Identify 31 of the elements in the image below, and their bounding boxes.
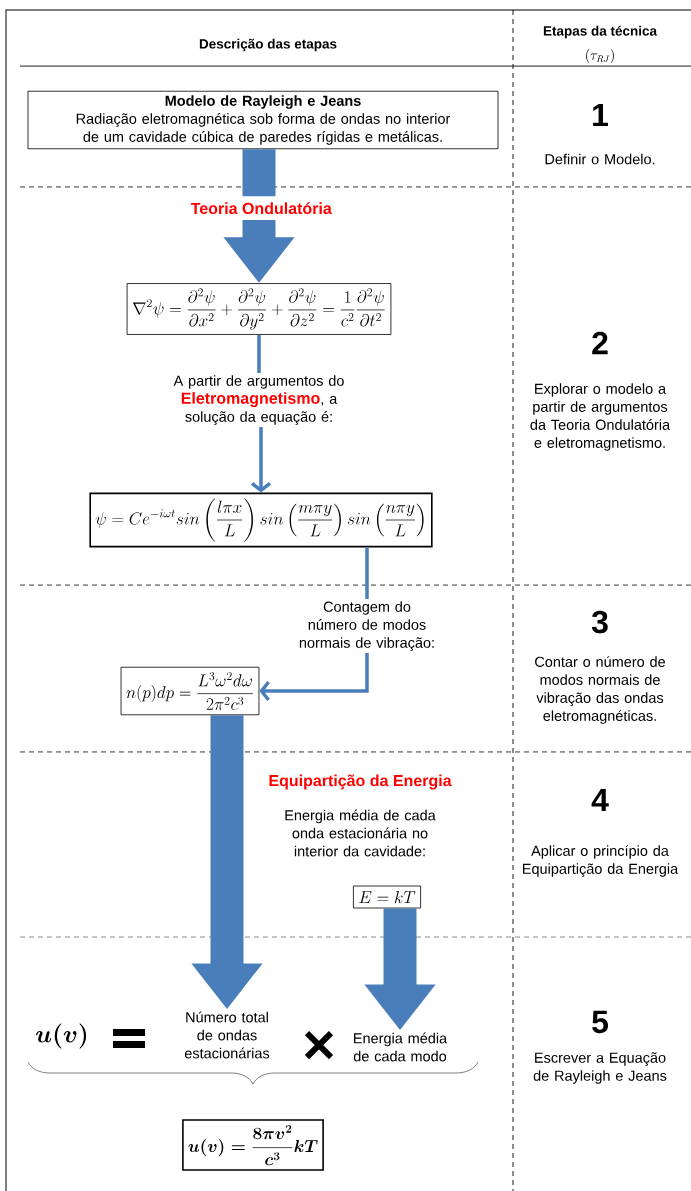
step-number: 1 — [593, 104, 608, 126]
equation-box: $\nabla^2\psi=\frac{\partial^2\psi}{\partial x^2}+\frac{\partial^2\psi}{\partial y^2}+\frac{\partial^2\psi}{\partial z^2}=\frac{1}{c^2}\frac{\partial^2\psi}{\partial t^2}$ — [126, 283, 392, 335]
arrow — [250, 427, 272, 493]
step-text: A partir de argumentos do Eletromagnetismo, a solução da equação é: — [173, 375, 344, 425]
step-number: 2 — [592, 331, 608, 355]
step-number: 4 — [591, 789, 609, 811]
column-header: Etapas da técnica — [543, 25, 658, 39]
equation-box: $\psi=Ce^{-i\omega t}sin\left(\frac{l\pi x}{L}\right)sin\left(\frac{m\pi y}{L}\right)sin\left(\frac{n\pi y}{L}\right)$ — [89, 492, 433, 548]
connector-line — [365, 547, 369, 599]
step-text: Contagem do número de modos normais de vibração: — [299, 601, 434, 651]
step-text: Número total de ondas estacionárias — [184, 1011, 270, 1059]
model-box: Modelo de Rayleigh e Jeans Radiação eletromagnética sob forma de ondas no interior de um cavidade cúbica de paredes rígidas e metálicas. — [27, 90, 499, 150]
section-heading: Equipartição da Energia — [269, 774, 452, 790]
formula-text: $\boldsymbol{u(v)}$ — [35, 1023, 87, 1049]
step-description: Explorar o modelo a partir de argumentos da Teoria Ondulatória e eletromagnetismo. — [530, 383, 671, 451]
arrow — [259, 653, 369, 702]
edge-label: Teoria Ondulatória — [186, 196, 336, 221]
step-description: Contar o número de modos normais de vibração das ondas eletromagnéticas. — [535, 656, 665, 724]
equation-box: $E=kT$ — [353, 885, 421, 909]
step-text: Energia média de cada modo — [353, 1032, 448, 1062]
column-header: Descrição das etapas — [199, 38, 337, 52]
equation-box: $\boldsymbol{u(v)=\frac{8\pi v^2}{c^3}kT}$ — [182, 1119, 324, 1171]
equation-box: $n(p)dp=\frac{L^3\omega^2d\omega}{2\pi^2c^3}$ — [120, 666, 260, 716]
step-description: Escrever a Equação de Rayleigh e Jeans — [533, 1052, 667, 1084]
step-description: Definir o Modelo. — [545, 153, 655, 165]
connector-line — [257, 334, 261, 373]
step-number: 5 — [592, 1010, 608, 1034]
note-text: Energia média de cada onda estacionária no interior da cavidade: — [285, 809, 436, 857]
step-number: 3 — [591, 610, 608, 634]
step-description: Aplicar o princípio da Equipartição da Energia — [523, 845, 679, 877]
column-header: $(\tau_{RJ})$ — [586, 48, 614, 64]
